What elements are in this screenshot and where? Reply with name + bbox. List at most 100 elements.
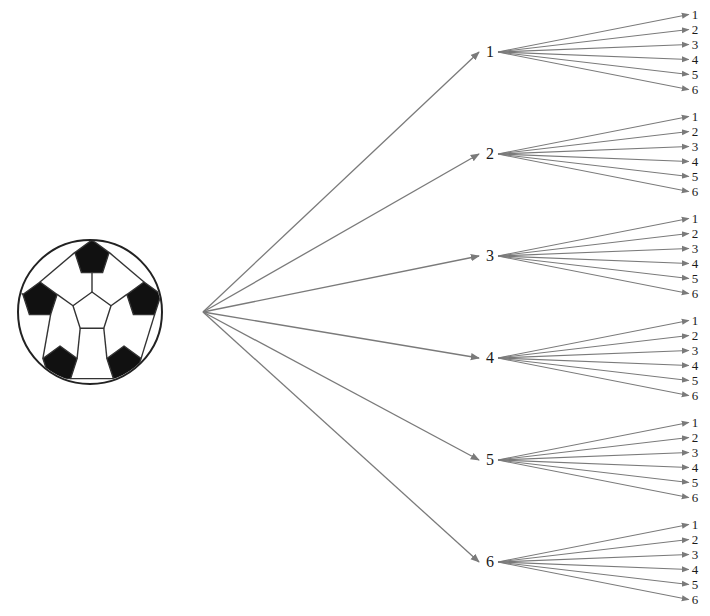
outcome-first: 2 bbox=[484, 145, 496, 163]
ball-patch bbox=[23, 282, 57, 315]
outcome-number: 3 bbox=[486, 248, 494, 264]
outcome-number: 4 bbox=[692, 155, 699, 168]
outcome-second: 3 bbox=[690, 241, 701, 256]
branch-arrow bbox=[498, 525, 689, 563]
outcome-second: 6 bbox=[690, 490, 701, 505]
branch-arrow bbox=[498, 358, 689, 396]
outcome-second: 2 bbox=[690, 22, 701, 37]
branch-arrow bbox=[498, 132, 689, 155]
outcome-second: 5 bbox=[690, 577, 701, 592]
branch-arrow bbox=[498, 256, 689, 294]
branch-arrow bbox=[498, 423, 689, 461]
outcome-number: 4 bbox=[692, 359, 699, 372]
outcome-second: 1 bbox=[690, 7, 701, 22]
outcome-number: 4 bbox=[486, 350, 494, 366]
outcome-number: 3 bbox=[692, 446, 699, 459]
branch-arrow bbox=[498, 30, 689, 53]
outcome-number: 4 bbox=[692, 257, 699, 270]
outcome-first: 5 bbox=[484, 451, 496, 469]
branch-arrow bbox=[498, 147, 689, 155]
outcome-second: 3 bbox=[690, 445, 701, 460]
outcome-second: 2 bbox=[690, 226, 701, 241]
outcome-number: 3 bbox=[692, 548, 699, 561]
outcome-number: 5 bbox=[692, 68, 699, 81]
outcome-second: 1 bbox=[690, 109, 701, 124]
outcome-second: 5 bbox=[690, 475, 701, 490]
ball-patch bbox=[107, 346, 141, 379]
outcome-number: 4 bbox=[692, 53, 699, 66]
branch-arrow bbox=[498, 336, 689, 359]
outcome-number: 1 bbox=[692, 212, 699, 225]
outcome-second: 5 bbox=[690, 373, 701, 388]
branch-arrow bbox=[203, 154, 479, 312]
outcome-second: 6 bbox=[690, 388, 701, 403]
outcome-number: 1 bbox=[692, 416, 699, 429]
outcome-number: 2 bbox=[692, 227, 699, 240]
outcome-second: 5 bbox=[690, 169, 701, 184]
outcome-number: 1 bbox=[692, 314, 699, 327]
outcome-second: 4 bbox=[690, 52, 701, 67]
branch-arrow bbox=[498, 562, 689, 600]
outcome-number: 3 bbox=[692, 344, 699, 357]
outcome-second: 4 bbox=[690, 358, 701, 373]
outcome-number: 2 bbox=[486, 146, 494, 162]
outcome-second: 2 bbox=[690, 124, 701, 139]
outcome-second: 5 bbox=[690, 271, 701, 286]
outcome-number: 5 bbox=[692, 170, 699, 183]
outcome-second: 3 bbox=[690, 139, 701, 154]
outcome-number: 6 bbox=[692, 491, 699, 504]
outcome-number: 3 bbox=[692, 38, 699, 51]
outcome-number: 6 bbox=[692, 389, 699, 402]
outcome-second: 4 bbox=[690, 256, 701, 271]
branch-arrow bbox=[498, 52, 689, 90]
outcome-second: 5 bbox=[690, 67, 701, 82]
branch-arrow bbox=[203, 312, 479, 358]
ball-patch bbox=[43, 346, 77, 379]
branch-arrow bbox=[203, 256, 479, 312]
outcome-first: 3 bbox=[484, 247, 496, 265]
ball-seams bbox=[10, 225, 175, 395]
branch-arrow bbox=[498, 45, 689, 53]
branch-arrow bbox=[498, 453, 689, 461]
outcome-number: 5 bbox=[692, 374, 699, 387]
outcome-number: 1 bbox=[692, 518, 699, 531]
branch-arrow bbox=[498, 154, 689, 192]
outcome-second: 2 bbox=[690, 532, 701, 547]
outcome-number: 6 bbox=[692, 593, 699, 606]
outcome-number: 2 bbox=[692, 533, 699, 546]
outcome-first: 1 bbox=[484, 43, 496, 61]
branch-arrow bbox=[498, 249, 689, 257]
branch-arrow bbox=[498, 351, 689, 359]
outcome-second: 4 bbox=[690, 460, 701, 475]
outcome-number: 4 bbox=[692, 563, 699, 576]
outcome-number: 1 bbox=[692, 8, 699, 21]
ball-patch bbox=[127, 282, 161, 315]
outcome-number: 4 bbox=[692, 461, 699, 474]
outcome-first: 4 bbox=[484, 349, 496, 367]
outcome-number: 1 bbox=[692, 110, 699, 123]
outcome-number: 6 bbox=[692, 287, 699, 300]
ball-arrows bbox=[203, 52, 479, 562]
outcome-number: 6 bbox=[692, 83, 699, 96]
outcome-second: 3 bbox=[690, 547, 701, 562]
outcome-number: 5 bbox=[486, 452, 494, 468]
outcome-second: 2 bbox=[690, 430, 701, 445]
branch-arrow bbox=[498, 540, 689, 563]
outcome-second: 1 bbox=[690, 517, 701, 532]
outcome-number: 5 bbox=[692, 476, 699, 489]
outcome-second: 6 bbox=[690, 82, 701, 97]
outcome-number: 6 bbox=[692, 185, 699, 198]
outcome-number: 3 bbox=[692, 242, 699, 255]
branch-arrow bbox=[498, 117, 689, 155]
outcome-number: 5 bbox=[692, 272, 699, 285]
outcome-number: 1 bbox=[486, 44, 494, 60]
outcome-second: 1 bbox=[690, 313, 701, 328]
ball-patch bbox=[75, 240, 109, 273]
outcome-first: 6 bbox=[484, 553, 496, 571]
outcome-second: 3 bbox=[690, 343, 701, 358]
outcome-second: 2 bbox=[690, 328, 701, 343]
outcome-number: 2 bbox=[692, 329, 699, 342]
